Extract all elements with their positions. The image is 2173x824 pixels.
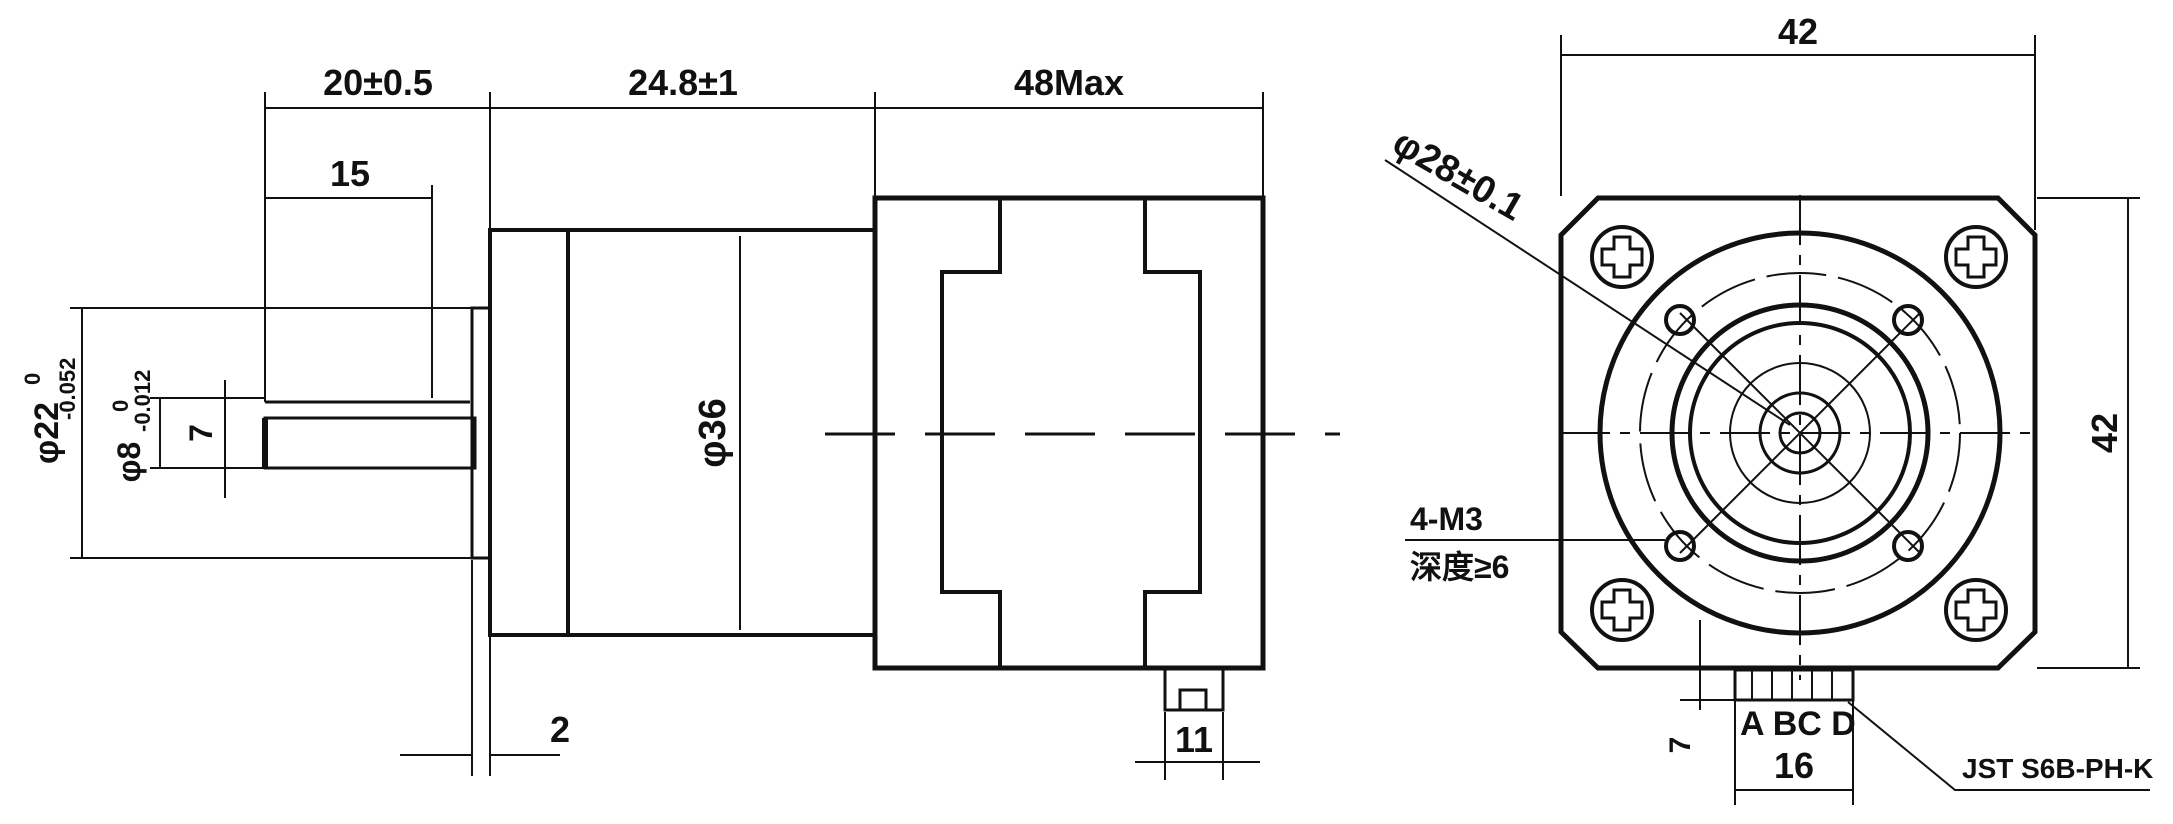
dim-motor-length: 48Max	[1014, 62, 1124, 103]
side-view: 20±0.5 24.8±1 48Max 15 φ22 0 -0.052 φ8 0…	[20, 62, 1340, 780]
dim-height	[2037, 197, 2140, 669]
dim-connector-16	[1734, 700, 1854, 805]
pcd-leader	[1384, 159, 1791, 426]
dim-bottom	[400, 560, 1260, 780]
dim-boss-tol-upper: 0	[20, 373, 45, 385]
dim-shaft-length: 20±0.5	[323, 62, 433, 103]
pin-labels: A BC D	[1740, 705, 1856, 743]
svg-text:φ22: φ22	[28, 402, 66, 464]
dim-flat: 7	[183, 424, 219, 442]
holes-spec: 4-M3	[1410, 501, 1483, 537]
dim-gearbox-length: 24.8±1	[628, 62, 738, 103]
holes-depth: 深度≥6	[1410, 549, 1509, 585]
end-view: 42 42 φ28±0.1 4-M3 深度≥6 7 A BC D 16 JST	[1384, 11, 2153, 805]
corner-screws	[1590, 225, 2008, 642]
dim-top-chain	[264, 92, 1264, 402]
dim-shaft-tol-upper: 0	[108, 400, 133, 412]
output-shaft	[262, 400, 477, 470]
dim-width-label: 42	[1778, 11, 1818, 52]
dim-flange-thickness: 2	[550, 709, 570, 750]
dim-boss-tol-lower: -0.052	[55, 358, 80, 420]
dim-flat-length: 15	[330, 153, 370, 194]
motor-body	[872, 195, 1266, 671]
dim-width	[1560, 35, 2036, 230]
motor-square	[1558, 195, 2038, 671]
dim-shaft-diameter: φ8	[111, 442, 147, 483]
dim-body-diameter: φ36	[692, 398, 734, 467]
end-centerlines	[1560, 195, 2040, 680]
jst-leader	[1847, 701, 2150, 791]
dim-connector-width-end: 16	[1774, 745, 1814, 786]
dim-shaft-tol-lower: -0.012	[130, 370, 155, 432]
dim-boss-diameter: φ22	[28, 402, 66, 464]
svg-text:φ8: φ8	[111, 442, 147, 483]
dim-left	[70, 307, 472, 559]
connector	[1733, 668, 1855, 702]
gearbox	[488, 228, 877, 637]
dim-height-label: 42	[2084, 413, 2125, 453]
connector-part: JST S6B-PH-K	[1962, 753, 2153, 784]
m3-holes	[1664, 304, 1924, 562]
dim-connector-offset: 7	[1664, 737, 1697, 754]
connector-stub	[1163, 666, 1225, 712]
dim-connector-width: 11	[1175, 719, 1213, 760]
